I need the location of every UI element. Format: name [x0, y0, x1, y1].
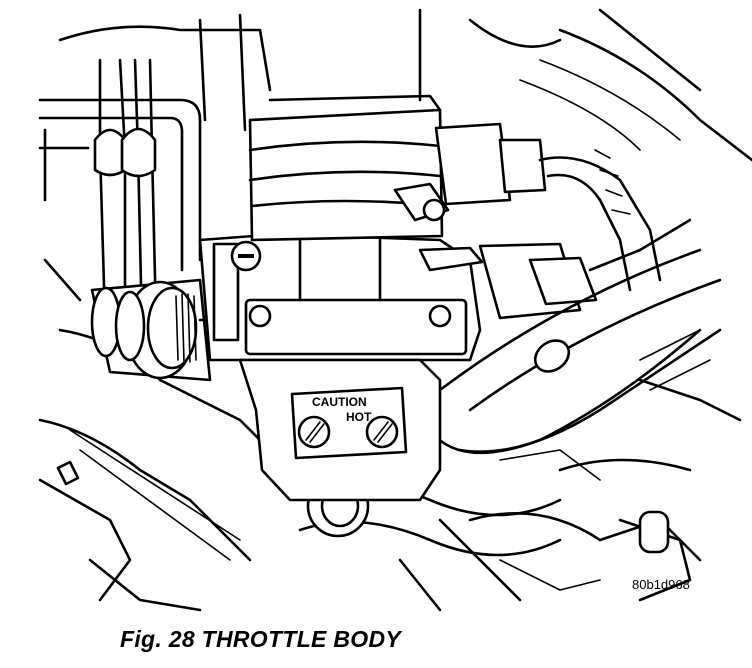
- throttle-body-illustration: CAUTION HOT: [38, 8, 752, 612]
- caution-label-line1: CAUTION: [312, 395, 367, 409]
- flange-bolt-right: [365, 415, 399, 449]
- figure-reference-code: 80b1d968: [632, 577, 690, 592]
- air-inlet-boot: [248, 94, 450, 242]
- throttle-cables: [38, 58, 202, 362]
- figure-caption: Fig. 28 THROTTLE BODY: [120, 626, 402, 652]
- flange-bolt-left: [297, 415, 331, 449]
- caution-label-line2: HOT: [346, 410, 372, 424]
- throttle-linkage: [90, 278, 250, 382]
- engine-bay-background: [38, 8, 752, 612]
- throttle-body-housing: [198, 232, 484, 362]
- mounting-flange: CAUTION HOT: [238, 358, 442, 502]
- sensor-connector: [434, 122, 692, 320]
